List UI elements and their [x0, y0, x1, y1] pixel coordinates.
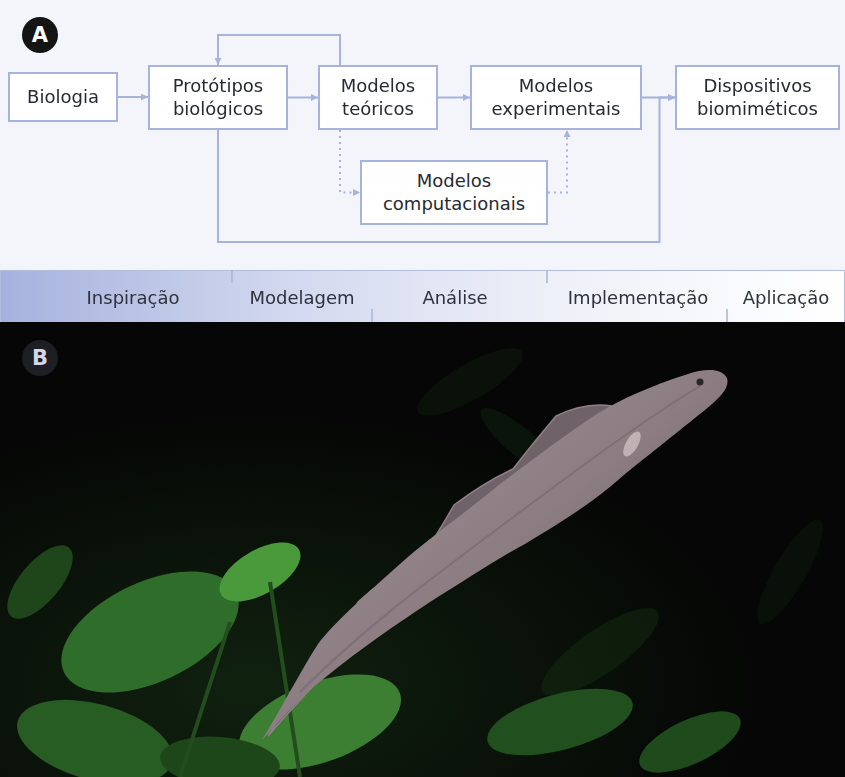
process-box: Biologia	[8, 72, 118, 122]
phase-label: Análise	[422, 287, 487, 308]
box-text: Modelos computacionais	[370, 170, 538, 215]
flow-arrow	[118, 96, 148, 98]
process-box: Modelos teóricos	[318, 65, 438, 130]
phase-label: Implementação	[568, 287, 708, 308]
box-text: Dispositivos biomiméticos	[685, 75, 830, 120]
phase-label: Modelagem	[249, 287, 354, 308]
box-text: Biologia	[27, 86, 99, 109]
phase-label: Inspiração	[87, 287, 180, 308]
box-text: Modelos teóricos	[328, 75, 428, 120]
flow-arrow	[438, 97, 470, 99]
box-text: Protótipos biológicos	[158, 75, 278, 120]
fish-photo	[0, 322, 845, 777]
flow-arrow	[340, 130, 360, 193]
process-box: Modelos experimentais	[470, 65, 642, 130]
panel-background	[0, 0, 845, 270]
panel-letter: A	[22, 17, 58, 53]
process-box: Modelos computacionais	[360, 160, 548, 225]
flow-arrow	[218, 35, 340, 65]
panel-letter: B	[22, 340, 58, 376]
flow-arrow	[288, 97, 318, 99]
box-text: Modelos experimentais	[480, 75, 632, 120]
process-box: Dispositivos biomiméticos	[675, 65, 840, 130]
phase-label: Aplicação	[743, 287, 830, 308]
flow-arrow	[548, 130, 567, 193]
process-box: Protótipos biológicos	[148, 65, 288, 130]
